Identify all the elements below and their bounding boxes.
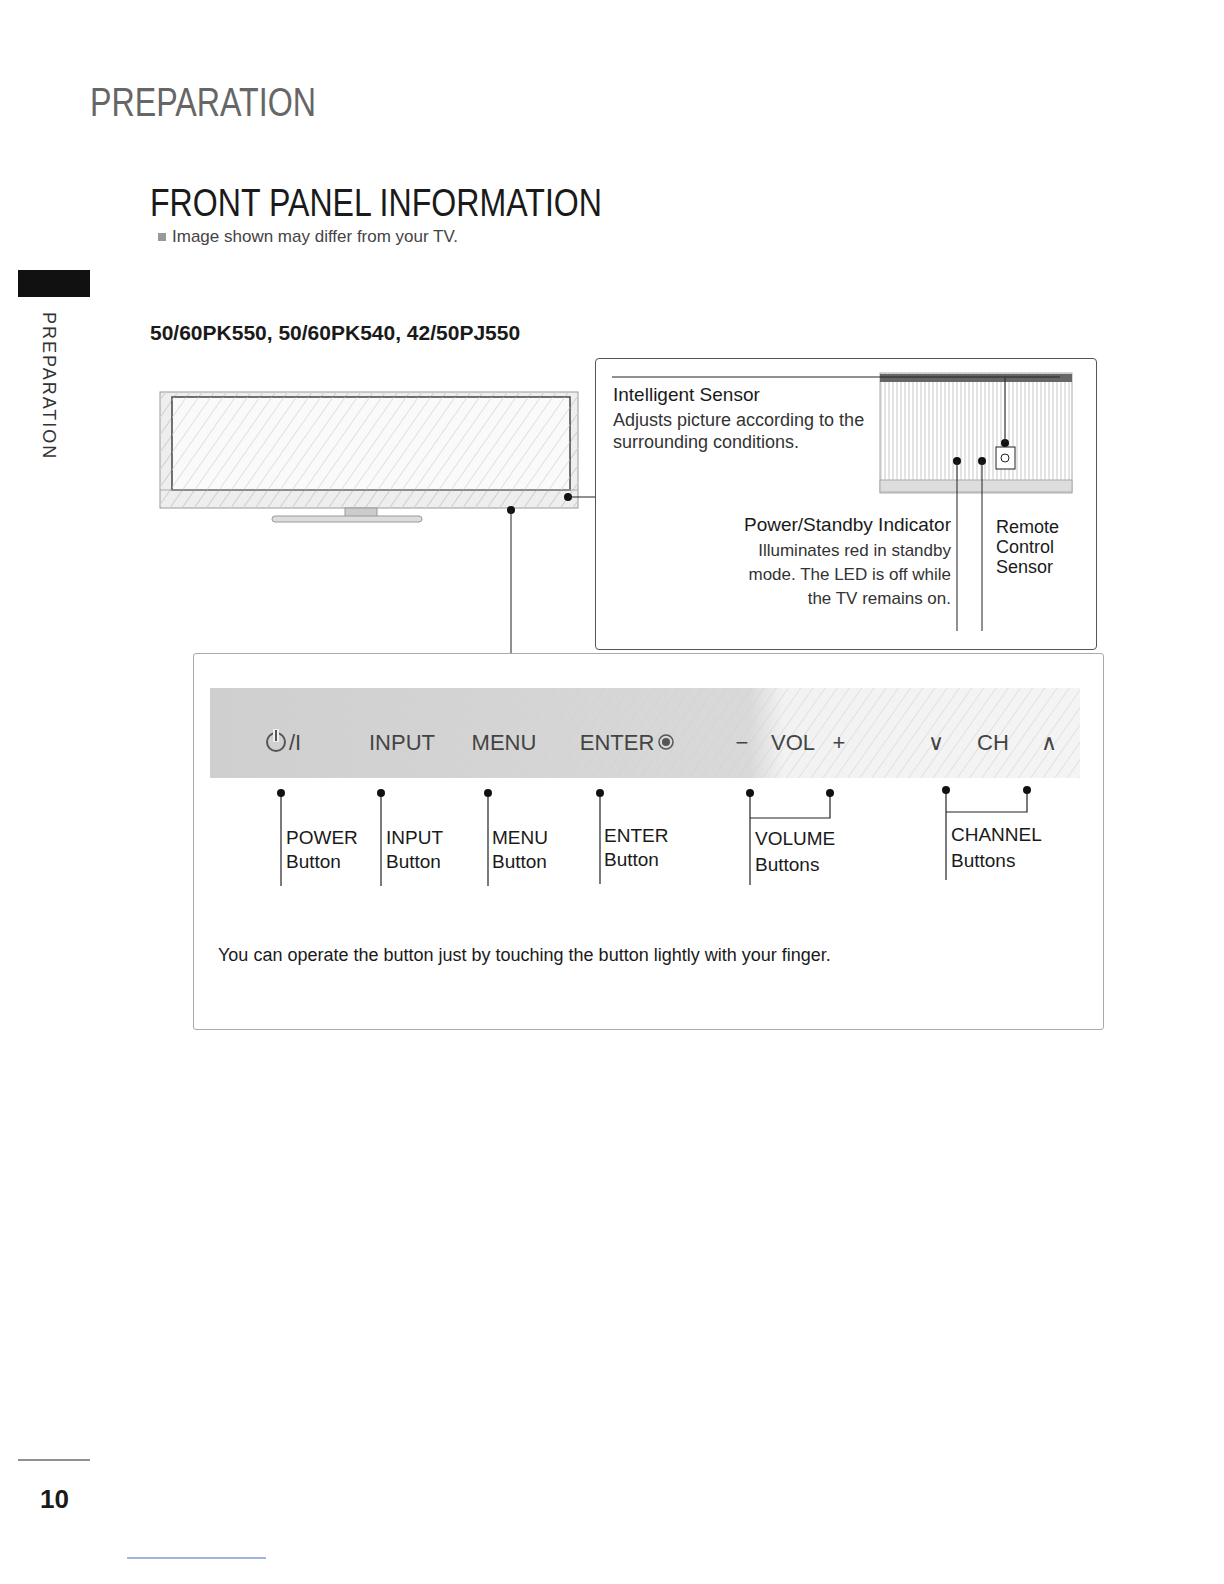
part-label: POWER Button xyxy=(286,826,366,874)
button-label: VOL xyxy=(771,730,815,756)
section-header: PREPARATION xyxy=(90,78,316,126)
button-label: INPUT xyxy=(369,730,435,756)
button-label: ∨ xyxy=(928,730,944,756)
button-label: MENU xyxy=(472,730,537,756)
part-label: CHANNEL Buttons xyxy=(951,822,1051,874)
button-label: ∧ xyxy=(1041,730,1057,756)
button-label: ENTER xyxy=(580,730,655,756)
note-text: Image shown may differ from your TV. xyxy=(172,227,458,247)
button-strip: /I INPUT MENU ENTER −VOL + ∨ CH ∧ xyxy=(211,689,1081,779)
part-label: ENTER Button xyxy=(604,824,684,872)
button-label: CH xyxy=(977,730,1009,756)
callout-text: Intelligent Sensor xyxy=(613,383,760,406)
side-tab-label: PREPARATION xyxy=(38,312,60,460)
callout-text: Power/Standby Indicator xyxy=(688,513,951,536)
part-label: VOLUME Buttons xyxy=(755,826,855,878)
callout-text: Adjusts picture according to the surroun… xyxy=(613,409,868,453)
page-number: 10 xyxy=(40,1484,69,1515)
part-label: MENU Button xyxy=(492,826,572,874)
part-label: INPUT Button xyxy=(386,826,466,874)
callout-text: Illuminates red in standby mode. The LED… xyxy=(726,539,951,611)
model-heading: 50/60PK550, 50/60PK540, 42/50PJ550 xyxy=(150,320,520,345)
button-label: /I xyxy=(289,730,301,756)
callout-text: You can operate the button just by touch… xyxy=(218,944,831,966)
button-label: + xyxy=(833,730,846,756)
page-title: FRONT PANEL INFORMATION xyxy=(150,180,602,226)
callout-text: Remote Control Sensor xyxy=(996,517,1076,577)
button-label: − xyxy=(736,730,749,756)
callout-box: Intelligent SensorAdjusts picture accord… xyxy=(595,358,1097,650)
